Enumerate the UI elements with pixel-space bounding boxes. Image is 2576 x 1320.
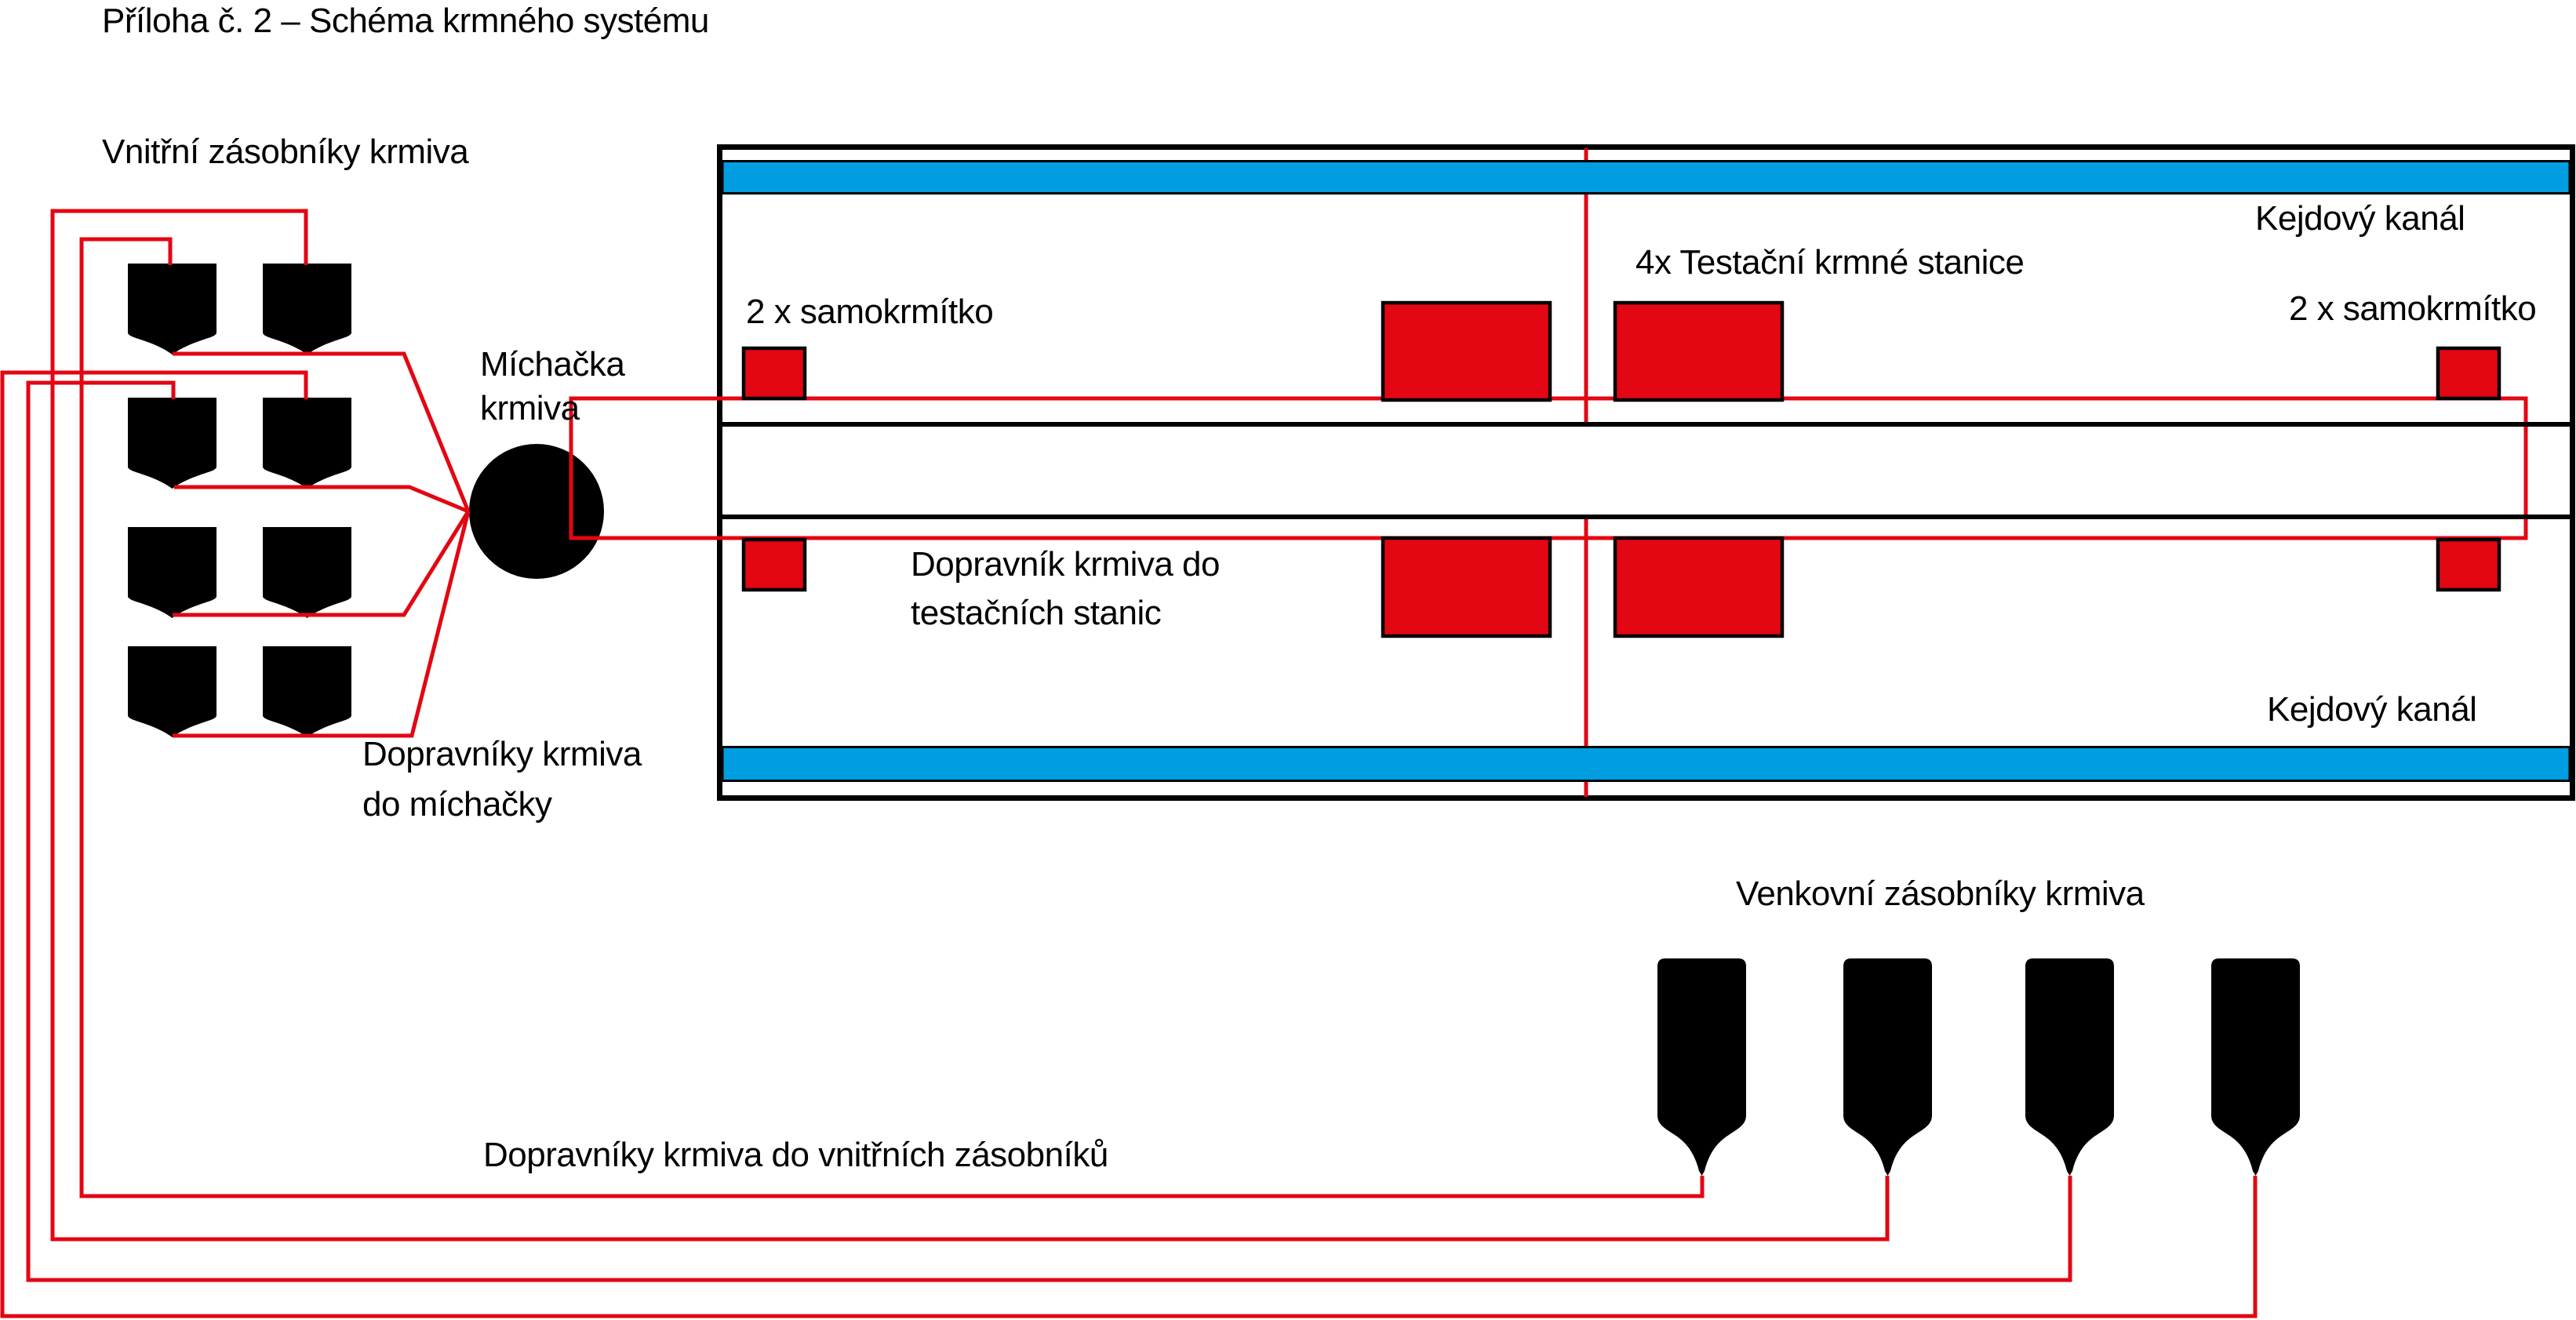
self-feeders (741, 346, 2501, 592)
mixer-circle (469, 444, 604, 579)
indoor-hopper (263, 264, 351, 355)
label-indoor-silos: Vnitřní zásobníky krmiva (102, 133, 469, 171)
page-title: Příloha č. 2 – Schéma krmného systému (102, 2, 709, 40)
indoor-hopper (263, 646, 351, 737)
indoor-silo-hoppers (128, 264, 351, 737)
feed-line-silo3 (26, 380, 2072, 1282)
outdoor-silos (1657, 958, 2300, 1176)
feed-lines-outdoor-to-indoor (0, 209, 2258, 1318)
collector-row3 (173, 510, 471, 617)
indoor-hopper (128, 264, 216, 355)
label-conveyors-to-mixer: Dopravníky krmiva do míchačky (362, 735, 642, 824)
corridor-walls (719, 422, 2573, 519)
label-slurry-channel-bottom: Kejdový kanál (2267, 690, 2477, 729)
slurry-channel-bottom-bar (721, 746, 2571, 782)
feed-line-silo2 (50, 209, 1890, 1242)
barn-outline (717, 144, 2575, 801)
test-feed-stations (1381, 300, 1785, 638)
outdoor-silo (2025, 958, 2114, 1176)
feed-line-silo1 (79, 237, 1705, 1198)
collector-row2 (174, 485, 469, 514)
label-conveyors-to-indoor-silos: Dopravníky krmiva do vnitřních zásobníků (483, 1136, 1108, 1174)
self-feeder-right-top (2436, 346, 2501, 401)
indoor-hopper (128, 646, 216, 737)
indoor-hopper (263, 527, 351, 618)
collector-row1 (173, 351, 471, 512)
self-feeder-left-top (741, 346, 807, 401)
test-station-bottom-right (1613, 536, 1785, 638)
label-slurry-channel-top: Kejdový kanál (2255, 199, 2465, 238)
label-conveyor-to-test-stations: Dopravník krmiva do testačních stanic (911, 545, 1220, 633)
collector-row4 (173, 511, 471, 738)
feed-line-silo4 (0, 370, 2258, 1318)
indoor-hopper (263, 398, 351, 489)
label-self-feeder-right: 2 x samokrmítko (2289, 289, 2537, 328)
label-outdoor-silos: Venkovní zásobníky krmiva (1736, 875, 2145, 913)
test-station-bottom-left (1381, 536, 1552, 638)
label-self-feeder-left: 2 x samokrmítko (746, 293, 994, 331)
outdoor-silo (2211, 958, 2300, 1176)
slurry-channel-top-bar (721, 160, 2571, 195)
label-test-stations: 4x Testační krmné stanice (1635, 243, 2025, 282)
outdoor-silo (1843, 958, 1932, 1176)
outdoor-silo (1657, 958, 1746, 1176)
test-station-top-left (1381, 300, 1552, 402)
self-feeder-right-bottom (2436, 537, 2501, 592)
indoor-hopper (128, 398, 216, 489)
indoor-hopper (128, 527, 216, 618)
self-feeder-left-bottom (741, 537, 807, 592)
collector-lines-to-mixer (173, 351, 471, 738)
label-mixer: Míchačka krmiva (480, 345, 625, 428)
test-station-top-right (1613, 300, 1785, 402)
